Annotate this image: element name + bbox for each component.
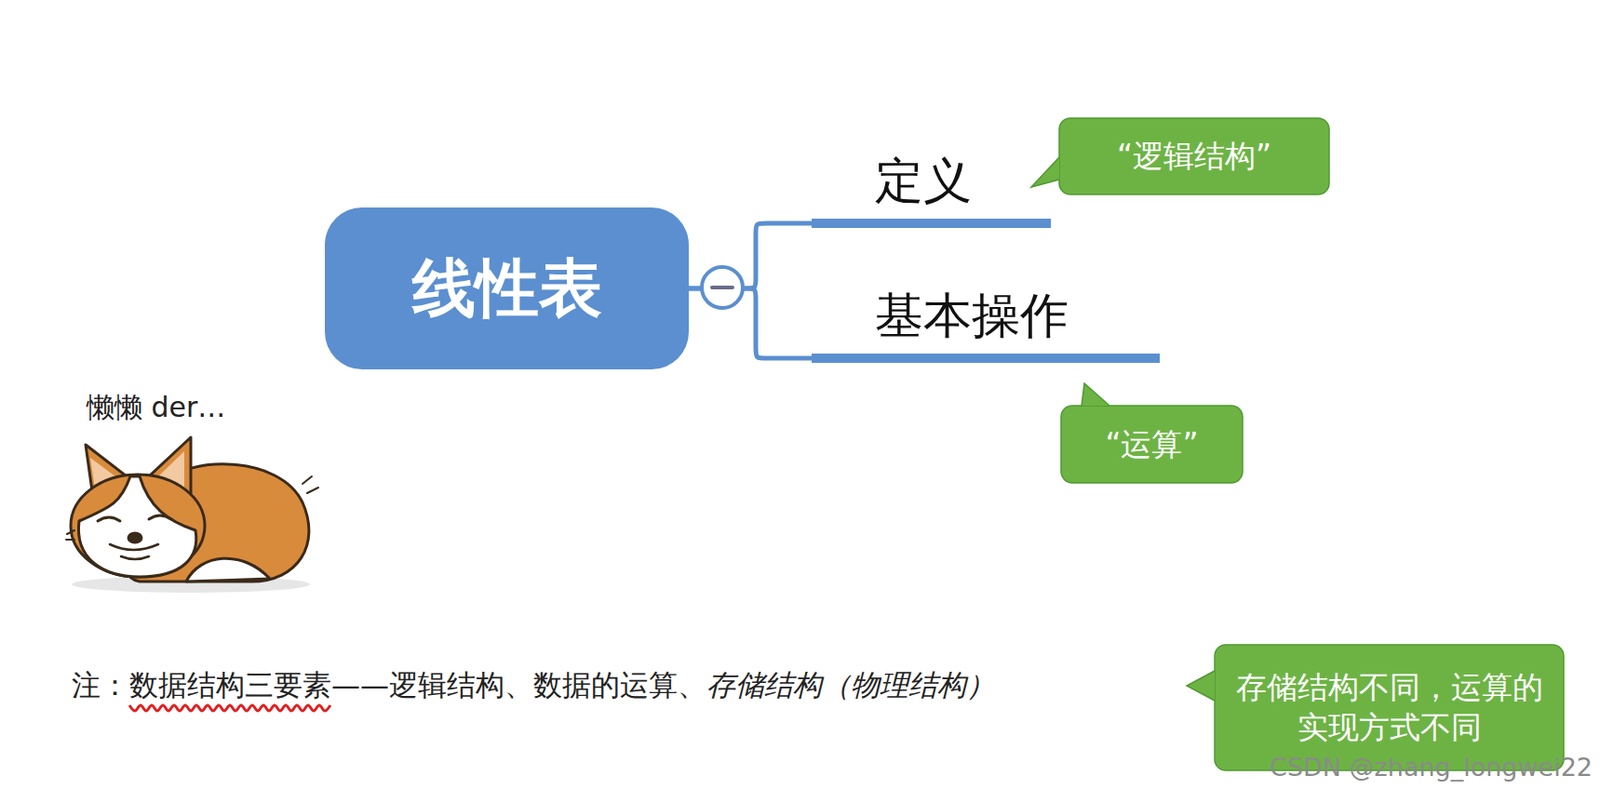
node-label: 定义: [874, 151, 972, 210]
corgi-illustration: [66, 437, 319, 593]
node-label: 线性表: [412, 250, 603, 327]
callout-text: 存储结构不同，运算的实现方式不同: [1233, 668, 1546, 749]
node-label: 基本操作: [874, 286, 1069, 345]
note-text: 存储结构（物理结构）: [706, 668, 995, 702]
note-text: 注：: [71, 668, 130, 702]
callout-bubble: 存储结构不同，运算的实现方式不同: [1214, 645, 1564, 771]
branch-node: 定义: [811, 130, 1051, 229]
callout-tail: [1186, 671, 1215, 701]
branch-node: 基本操作: [811, 269, 1160, 364]
callout-bubble: “运算”: [1061, 405, 1243, 484]
note-keyword: 数据结构三要素: [129, 668, 332, 702]
callout-text: “逻辑结构”: [1116, 137, 1272, 175]
callout-shape: [1214, 645, 1564, 771]
doodle-caption: 懒懒 der…: [86, 389, 226, 428]
note-line: 注：数据结构三要素——逻辑结构、数据的运算、存储结构（物理结构）: [71, 666, 995, 706]
note-text: ——逻辑结构、数据的运算、: [331, 668, 707, 702]
red-wavy-underline: [129, 705, 331, 712]
callout-body: [1059, 118, 1330, 195]
callout-bubble: “逻辑结构”: [1059, 118, 1330, 195]
topic-box: 线性表: [324, 207, 689, 370]
callout-text: “运算”: [1104, 426, 1198, 464]
watermark: CSDN @zhang_longwei22: [1269, 752, 1593, 782]
callout-body: [1214, 645, 1564, 771]
callout-body: [1061, 405, 1243, 484]
callout-tail: [1081, 383, 1110, 406]
collapse-button: [701, 267, 743, 309]
callout-tail: [1031, 157, 1060, 188]
